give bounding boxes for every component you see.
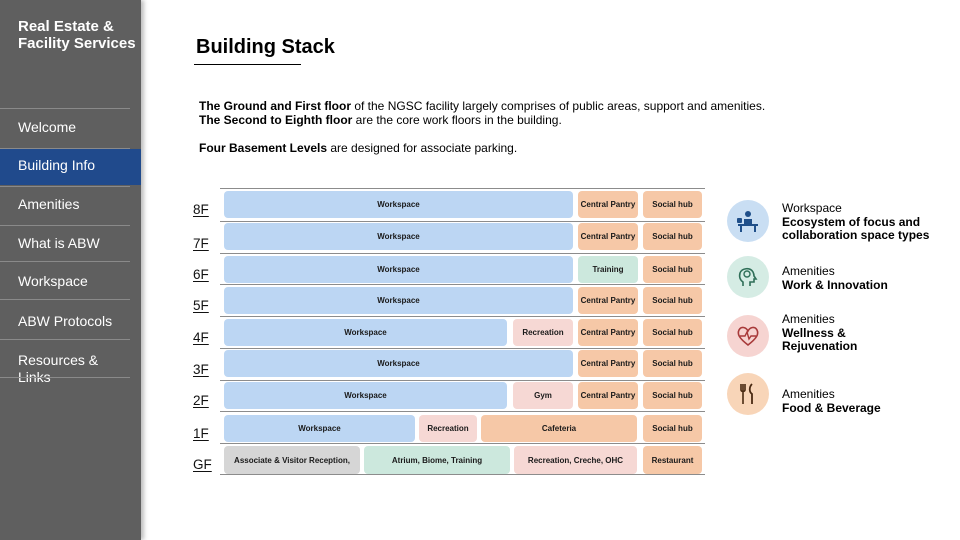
floor-block[interactable]: Social hub [643,256,702,283]
floor-divider-line [220,380,705,381]
intro-line-2-bold: The Second to Eighth floor [199,113,353,127]
floor-divider-line [220,316,705,317]
nav-resources-links[interactable]: Resources & Links [18,352,99,385]
legend-title: Workspace [782,201,842,215]
floor-block[interactable]: Central Pantry [578,382,638,409]
intro-line-3-bold: Four Basement Levels [199,141,328,155]
floor-divider-line [220,253,705,254]
nav-workspace[interactable]: Workspace [18,273,88,289]
legend-desc: Work & Innovation [782,277,888,292]
brand-title: Real Estate & Facility Services [18,18,136,52]
page-title: Building Stack [196,36,335,58]
fork-knife-icon [727,373,769,415]
nav-divider [0,339,130,340]
floor-block[interactable]: Workspace [224,191,573,218]
legend-work-innovation: Amenities Work & Innovation [782,264,888,292]
intro-line-2: The Second to Eighth floor are the core … [199,113,562,127]
floor-block[interactable]: Workspace [224,223,573,250]
intro-line-1-bold: The Ground and First floor [199,99,351,113]
floor-block[interactable]: Workspace [224,382,507,409]
floor-block[interactable]: Restaurant [643,446,702,474]
sidebar: Real Estate & Facility Services Welcome … [0,0,141,540]
nav-divider [0,186,130,187]
legend-desc: Food & Beverage [782,400,881,415]
floor-block[interactable]: Central Pantry [578,191,638,218]
floor-block[interactable]: Workspace [224,256,573,283]
floor-label: 7F [193,236,209,251]
floor-block[interactable]: Atrium, Biome, Training [364,446,510,474]
legend-title: Amenities [782,264,835,278]
floor-divider-line [220,188,705,189]
floor-block[interactable]: Workspace [224,319,507,346]
nav-divider [0,108,130,109]
intro-line-3: Four Basement Levels are designed for as… [199,141,517,155]
floor-block[interactable]: Social hub [643,223,702,250]
title-underline [194,64,301,65]
floor-block[interactable]: Social hub [643,382,702,409]
floor-label: 1F [193,426,209,441]
floor-block[interactable]: Central Pantry [578,319,638,346]
nav-abw-protocols[interactable]: ABW Protocols [18,313,113,329]
nav-divider [0,148,130,149]
floor-label: 8F [193,202,209,217]
nav-divider [0,225,130,226]
desk-person-icon [727,200,769,242]
floor-label: GF [193,457,212,472]
legend-wellness: Amenities Wellness & Rejuvenation [782,312,872,354]
intro-line-1-text: of the NGSC facility largely comprises o… [351,99,766,113]
floor-block[interactable]: Central Pantry [578,350,638,377]
floor-label: 3F [193,362,209,377]
nav-amenities[interactable]: Amenities [18,196,80,212]
floor-block[interactable]: Social hub [643,415,702,442]
floor-block[interactable]: Workspace [224,287,573,314]
floor-block[interactable]: Cafeteria [481,415,637,442]
floor-block[interactable]: Recreation [419,415,477,442]
floor-block[interactable]: Central Pantry [578,223,638,250]
legend-desc: Ecosystem of focus and collaboration spa… [782,214,930,242]
floor-label: 5F [193,298,209,313]
floor-divider-line [220,411,705,412]
nav-welcome[interactable]: Welcome [18,119,77,135]
legend-food-beverage: Amenities Food & Beverage [782,387,881,415]
nav-divider [0,377,130,378]
floor-divider-line [220,221,705,222]
intro-line-1: The Ground and First floor of the NGSC f… [199,99,765,113]
heart-pulse-icon [727,315,769,357]
floor-block[interactable]: Recreation, Creche, OHC [514,446,637,474]
legend-title: Amenities [782,312,835,326]
floor-block[interactable]: Social hub [643,350,702,377]
floor-block[interactable]: Workspace [224,415,415,442]
floor-label: 2F [193,393,209,408]
floor-block[interactable]: Central Pantry [578,287,638,314]
floor-block[interactable]: Social hub [643,287,702,314]
floor-block[interactable]: Workspace [224,350,573,377]
legend-title: Amenities [782,387,835,401]
floor-label: 4F [193,330,209,345]
nav-divider [0,299,130,300]
floor-block[interactable]: Gym [513,382,573,409]
nav-building-info[interactable]: Building Info [0,149,141,185]
legend-desc: Wellness & Rejuvenation [782,325,858,353]
nav-what-is-abw[interactable]: What is ABW [18,235,100,251]
floor-block[interactable]: Recreation [513,319,573,346]
intro-line-2-text: are the core work floors in the building… [352,113,562,127]
floor-divider-line [220,348,705,349]
floor-divider-line [220,443,705,444]
floor-divider-line [220,474,705,475]
floor-block[interactable]: Social hub [643,191,702,218]
floor-block[interactable]: Associate & Visitor Reception, [224,446,360,474]
legend-workspace: Workspace Ecosystem of focus and collabo… [782,201,942,243]
intro-line-3-text: are designed for associate parking. [327,141,518,155]
lightbulb-head-icon [727,256,769,298]
floor-block[interactable]: Training [578,256,638,283]
nav-divider [0,261,130,262]
floor-block[interactable]: Social hub [643,319,702,346]
floor-label: 6F [193,267,209,282]
floor-divider-line [220,284,705,285]
